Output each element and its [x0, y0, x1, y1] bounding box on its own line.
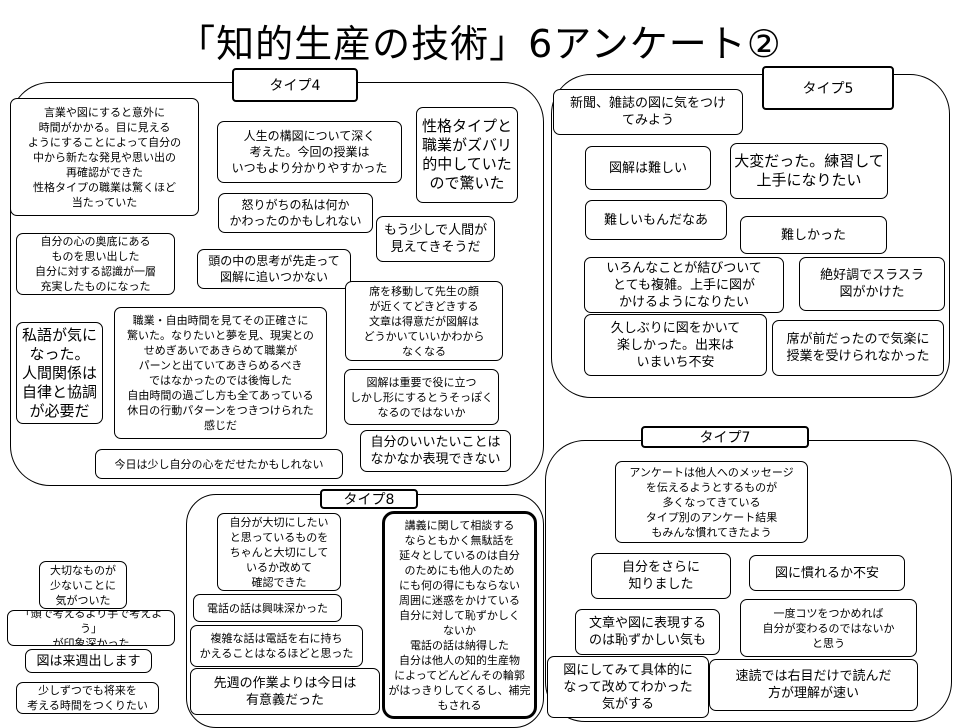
comment-box: 難しかった — [740, 216, 887, 254]
comment-box: 図解は重要で役に立つ しかし形にするとうそっぽく なるのではないか — [344, 369, 499, 425]
comment-box: 図は来週出します — [25, 649, 152, 673]
comment-box: 一度コツをつかめれば 自分が変わるのではないか と思う — [740, 599, 917, 657]
comment-box: 怒りがちの私は何か かわったのかもしれない — [218, 193, 373, 233]
comment-box: アンケートは他人へのメッセージ を伝えるようとするものが 多くなってきている タ… — [615, 461, 808, 543]
comment-box: 性格タイプと 職業がズバリ 的中していた ので驚いた — [416, 107, 518, 203]
comment-box: 電話の話は興味深かった — [193, 594, 342, 622]
comment-box: 自分のいいたいことは なかなか表現できない — [360, 430, 511, 472]
comment-box: 自分の心の奥底にある ものを思い出した 自分に対する認識が一層 充実したものにな… — [16, 233, 175, 295]
comment-box: 自分をさらに 知りました — [591, 553, 731, 599]
comment-box: 難しいもんだなあ — [585, 200, 727, 240]
type7-label: タイプ7 — [641, 426, 809, 448]
comment-box-highlighted: 講義に関して相談する ならともかく無駄話を 延々としているのは自分 のためにも他… — [382, 511, 537, 719]
comment-box: 速読では右目だけで読んだ 方が理解が速い — [709, 659, 918, 711]
comment-box: 先週の作業よりは今日は 有意義だった — [190, 668, 380, 715]
comment-box: 図解は難しい — [585, 146, 711, 190]
comment-box: 席を移動して先生の顔 が近くてどきどきする 文章は得意だが図解は どうかいていい… — [345, 281, 503, 361]
comment-box: 席が前だったので気楽に 授業を受けられなかった — [772, 320, 944, 376]
comment-box: 図に慣れるか不安 — [749, 555, 905, 591]
comment-box: 頭の中の思考が先走って 図解に追いつかない — [197, 249, 351, 289]
comment-box: 大切なものが 少ないことに 気がついた — [39, 561, 127, 609]
comment-box: 絶好調でスラスラ 図がかけた — [799, 257, 945, 311]
comment-box: いろんなことが結びついて とても複雑。上手に図が かけるようになりたい — [584, 257, 784, 313]
comment-box: 人生の構図について深く 考えた。今回の授業は いつもより分かりやすかった — [217, 121, 402, 183]
type8-label: タイプ8 — [320, 489, 418, 509]
comment-box: 今日は少し自分の心をだせたかもしれない — [95, 449, 343, 479]
comment-box: 「頭で考えるより手で考えよう」 が印象深かった — [7, 610, 175, 646]
page-title: 「知的生産の技術」6アンケート② — [177, 22, 782, 66]
comment-box: もう少しで人間が 見えてきそうだ — [376, 216, 495, 262]
comment-box: 少しずつでも将来を 考える時間をつくりたい — [16, 682, 159, 714]
comment-box: 複雑な話は電話を右に持ち かえることはなるほどと思った — [190, 625, 363, 667]
comment-box: 自分が大切にしたい と思っているものを ちゃんと大切にして いるか改めて 確認で… — [217, 513, 341, 591]
comment-box: 新聞、雑誌の図に気をつけ てみよう — [553, 89, 743, 135]
comment-box: 職業・自由時間を見てその正確さに 驚いた。なりたいと夢を見、現実との せめぎあい… — [114, 307, 327, 439]
comment-box: 大変だった。練習して 上手になりたい — [730, 143, 888, 199]
comment-box: 私語が気に なった。 人間関係は 自律と協調 が必要だ — [16, 322, 103, 424]
comment-box: 久しぶりに図をかいて 楽しかった。出来は いまいち不安 — [584, 314, 767, 376]
type5-label: タイプ5 — [762, 66, 894, 110]
comment-box: 図にしてみて具体的に なって改めてわかった 気がする — [547, 656, 709, 718]
comment-box: 言業や図にすると意外に 時間がかかる。目に見える ようにすることによって自分の … — [10, 98, 199, 216]
comment-box: 文章や図に表現する のは恥ずかしい気も — [575, 609, 720, 655]
type4-label: タイプ4 — [232, 68, 358, 102]
